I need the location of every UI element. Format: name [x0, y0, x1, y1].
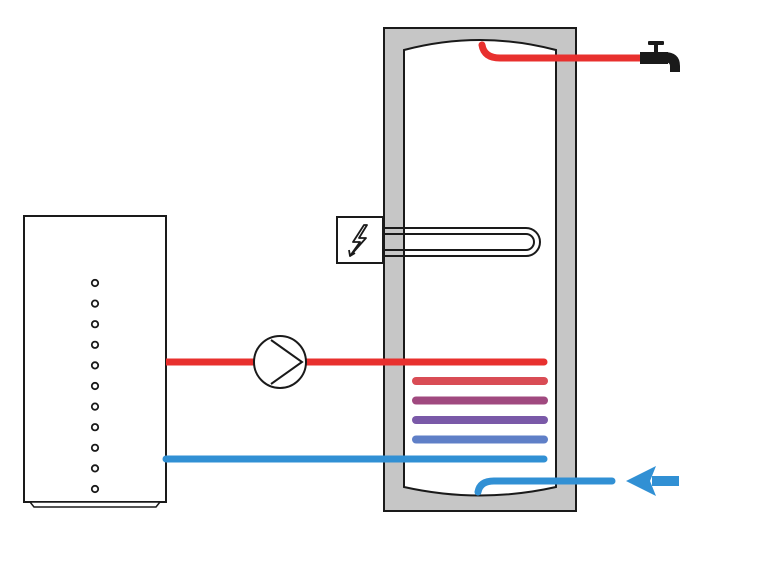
electric-heater	[336, 216, 541, 264]
tap-spout	[640, 52, 668, 64]
heater-element-inner	[384, 233, 535, 251]
vent-dot	[90, 423, 100, 432]
pump-circle-icon	[253, 335, 307, 389]
heat-pump-body	[23, 215, 167, 503]
tank-inner-vessel	[403, 39, 557, 497]
vent-dot	[90, 443, 100, 452]
heat-pump-base	[28, 501, 162, 508]
heat-exchanger-coil	[412, 377, 548, 444]
hot-outlet-pipe	[478, 41, 644, 62]
vent-dot	[90, 278, 100, 288]
vent-dot	[90, 402, 100, 411]
heater-element-outer	[384, 227, 541, 257]
lightning-bolt-tip	[348, 249, 356, 257]
tap-faucet-icon	[640, 41, 680, 72]
pump-housing	[253, 335, 307, 389]
vent-dot	[90, 381, 100, 391]
heat-pump-unit	[23, 215, 167, 508]
inflow-arrow-shaft	[652, 476, 679, 486]
cold-inlet-pipe	[474, 477, 616, 496]
hot-water-outlet	[478, 41, 644, 62]
vent-dot	[90, 361, 100, 370]
tap-handle	[648, 41, 664, 45]
vent-dot	[90, 464, 100, 473]
pump-direction-mark	[270, 339, 304, 385]
vent-dot	[90, 299, 100, 308]
inflow-arrow-icon	[626, 466, 679, 496]
tap-stem	[654, 44, 658, 53]
cold-water-inlet	[474, 466, 679, 496]
heat-pump-vent-dots	[90, 278, 100, 494]
flow-circuit	[166, 335, 548, 389]
inflow-arrow-head	[626, 466, 656, 496]
vent-dot	[90, 484, 100, 494]
vent-dot	[90, 320, 100, 329]
tap-nozzle	[664, 52, 680, 72]
vent-dot	[90, 340, 100, 349]
lightning-bolt-icon	[349, 224, 368, 257]
